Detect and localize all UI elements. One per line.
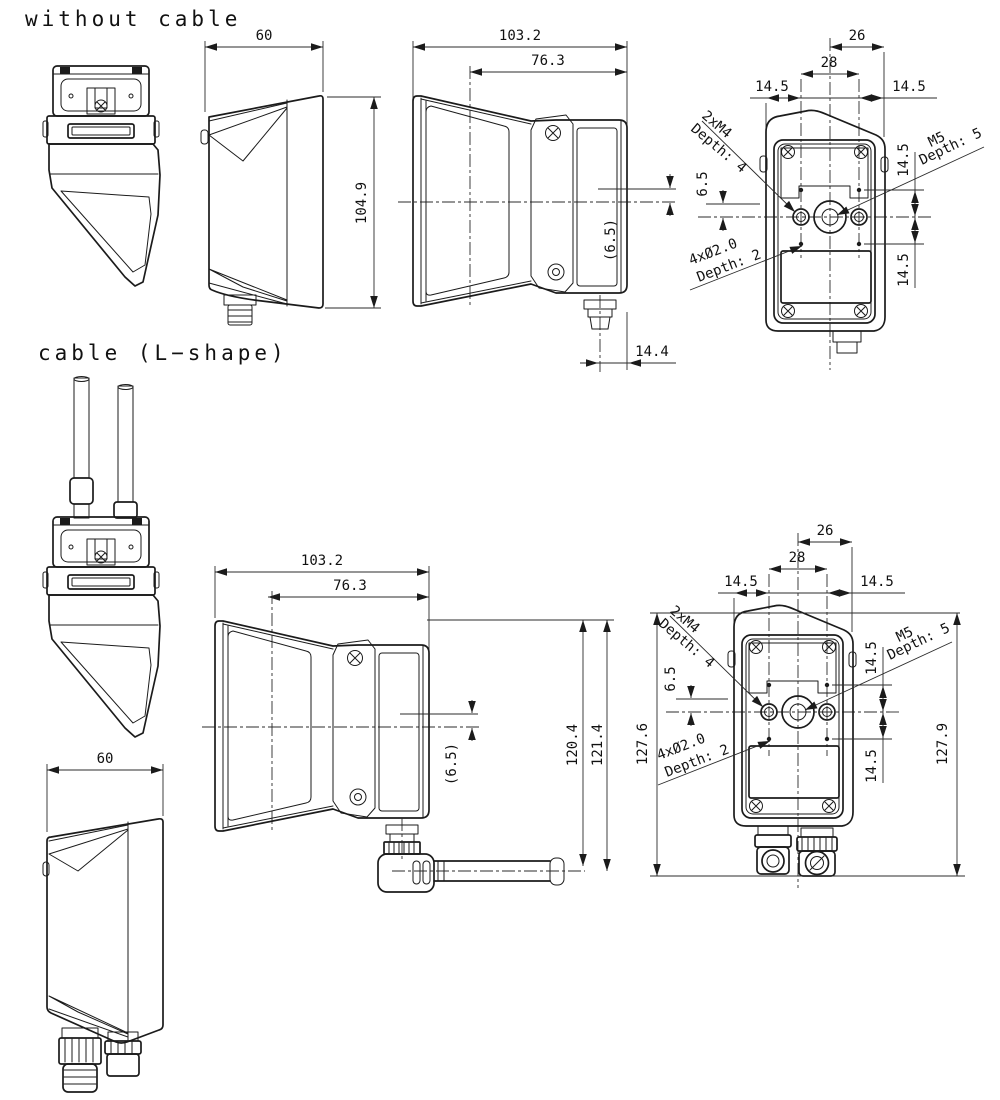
connector-left — [754, 825, 792, 875]
body-outline — [412, 95, 628, 307]
dim-pitch-lower: 14.5 — [896, 253, 912, 287]
dim-axis-offset: 6.5 — [695, 171, 711, 196]
m4-hole-right — [850, 208, 868, 226]
connector-right — [796, 827, 838, 877]
rear-panel — [378, 652, 420, 812]
section-cable-lshape: cable (L−shape) — [38, 341, 965, 1093]
dim-overall-width: 103.2 — [499, 28, 541, 44]
inner-frame — [773, 139, 876, 324]
m4-hole-left — [760, 703, 778, 721]
rear-view-lshape: 26 28 14.5 14.5 — [635, 523, 965, 888]
m4-hole-right — [818, 703, 836, 721]
lower-panel — [780, 250, 872, 304]
connector-slot — [67, 123, 135, 139]
cable-run — [433, 860, 551, 882]
dim-pitch-upper: 14.5 — [896, 143, 912, 177]
body-outline — [46, 817, 164, 1044]
connector-left — [58, 1027, 102, 1093]
dim-height-cable-axis: 121.4 — [590, 724, 606, 766]
body-wedge — [48, 594, 161, 738]
lower-panel — [748, 745, 840, 799]
corner-screws — [749, 640, 836, 813]
body-outline — [765, 109, 886, 332]
collar — [46, 115, 156, 145]
hinge-plate — [530, 114, 574, 293]
m5-leader — [836, 146, 985, 216]
side-view-no-cable: 60 104.9 — [200, 28, 381, 326]
m4-leader — [701, 120, 796, 213]
dim-width: 60 — [256, 28, 273, 44]
body-outline — [733, 604, 854, 827]
m5-hole — [781, 695, 815, 729]
dim-pitch-lower: 14.5 — [864, 749, 880, 783]
dim-axis-offset: (6.5) — [444, 743, 460, 785]
lens-panel — [227, 630, 312, 821]
pinhole-leader — [689, 245, 803, 291]
upper-panel — [748, 642, 837, 694]
connector-right — [104, 1031, 142, 1077]
body-wedge — [48, 143, 161, 287]
screw-icon — [545, 125, 561, 141]
dim-overall-width: 103.2 — [301, 553, 343, 569]
m4-leader — [669, 615, 764, 708]
dim-edge-right: 14.5 — [860, 574, 894, 590]
dim-height: 104.9 — [354, 182, 370, 224]
screw-icon — [349, 788, 367, 806]
dim-height-left: 127.6 — [635, 723, 651, 765]
dim-axis-offset: (6.5) — [603, 219, 619, 261]
inner-frame — [741, 634, 844, 819]
bracket — [86, 87, 116, 115]
dim-span-26: 26 — [817, 523, 834, 539]
dim-axis-offset: 6.5 — [663, 666, 679, 691]
front-view-no-cable — [42, 65, 161, 287]
screw-icon — [94, 550, 108, 564]
dim-body-width: 76.3 — [531, 53, 565, 69]
rear-view-no-cable: 26 28 14.5 14.5 — [687, 28, 985, 370]
label-m5-thread: M5 — [894, 624, 916, 646]
head-panel — [60, 78, 142, 112]
side-view-lshape: 60 — [42, 751, 164, 1093]
dim-body-width: 76.3 — [333, 578, 367, 594]
connector-stub — [832, 330, 862, 343]
pinhole-leader — [657, 740, 771, 786]
m5-hole — [813, 200, 847, 234]
m4-hole-left — [792, 208, 810, 226]
elbow-connector — [377, 853, 435, 893]
profile-view-lshape: 103.2 76.3 (6.5) — [202, 553, 614, 893]
dim-edge-right: 14.5 — [892, 79, 926, 95]
body-outline — [208, 94, 324, 309]
face-panel — [60, 190, 152, 273]
label-m5-thread: M5 — [926, 129, 948, 151]
front-view-lshape — [42, 376, 161, 738]
dim-span-28: 28 — [821, 55, 838, 71]
lens-panel — [425, 105, 510, 296]
dim-height-right: 127.9 — [935, 723, 951, 765]
section-title: cable (L−shape) — [38, 341, 288, 365]
dim-span-28: 28 — [789, 550, 806, 566]
screw-icon — [347, 650, 363, 666]
section-without-cable: without cable — [25, 7, 985, 372]
dim-height-cable-top: 120.4 — [565, 724, 581, 766]
hinge-plate — [332, 639, 376, 818]
body-outline — [214, 620, 430, 832]
cable-right — [117, 385, 134, 503]
dim-connector-offset: 14.4 — [635, 344, 669, 360]
m5-leader — [804, 641, 953, 711]
cable-left — [73, 377, 90, 479]
dim-edge-left: 14.5 — [724, 574, 758, 590]
upper-panel — [780, 147, 869, 199]
dim-edge-left: 14.5 — [755, 79, 789, 95]
dim-span-26: 26 — [849, 28, 866, 44]
profile-view-no-cable: 103.2 76.3 (6.5) — [398, 28, 676, 372]
corner-screws — [781, 145, 868, 318]
section-title: without cable — [25, 7, 241, 31]
dim-pitch-upper: 14.5 — [864, 641, 880, 675]
rear-panel — [576, 127, 618, 287]
screw-icon — [547, 263, 565, 281]
screw-icon — [94, 99, 108, 113]
dim-width: 60 — [97, 751, 114, 767]
